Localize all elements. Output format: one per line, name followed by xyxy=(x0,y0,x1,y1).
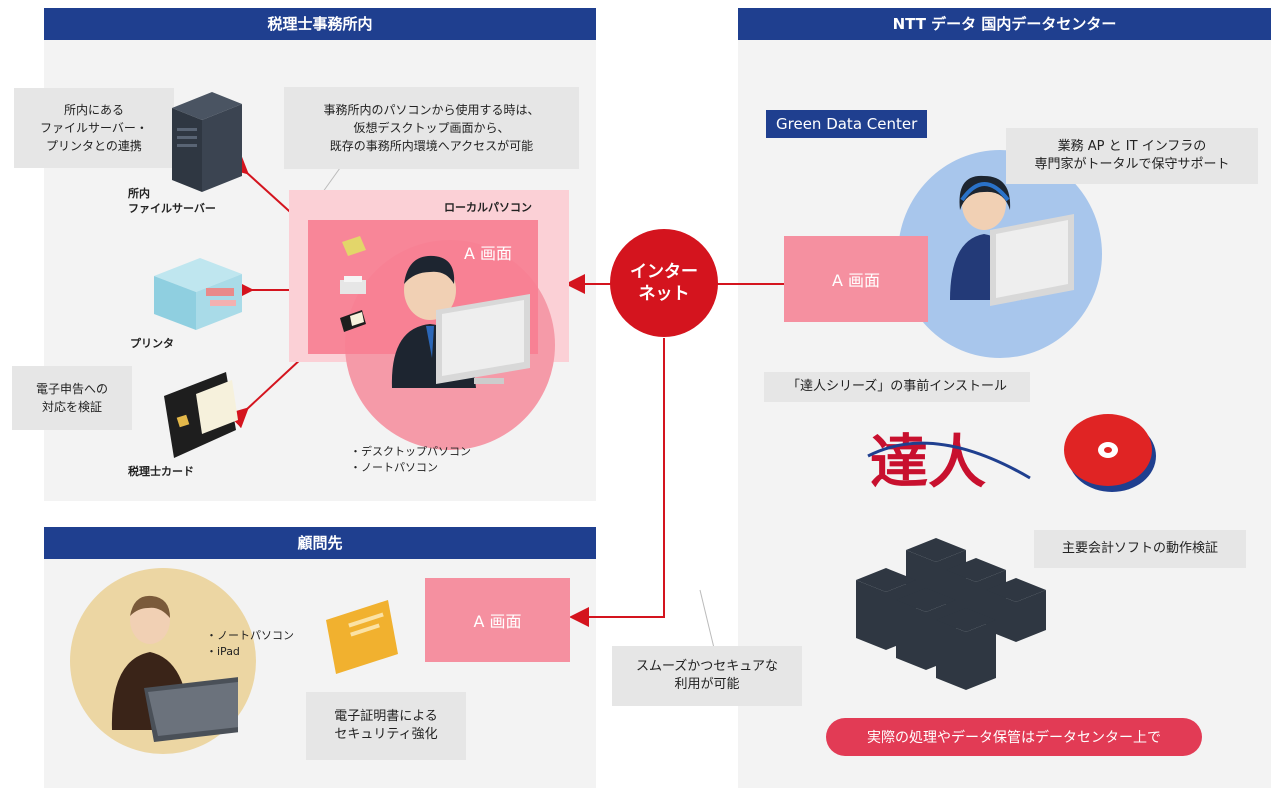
folder-icon xyxy=(342,236,366,256)
callout-install: 「達人シリーズ」の事前インストール xyxy=(764,372,1030,402)
datacenter-screen: A 画面 xyxy=(784,236,928,322)
client-device-list: ・ノートパソコン ・iPad xyxy=(206,629,294,658)
callout-verify: 主要会計ソフトの動作検証 xyxy=(1034,530,1246,568)
office-header: 税理士事務所内 xyxy=(44,8,596,40)
certificate-card-icon xyxy=(326,600,398,674)
callout-secure: スムーズかつセキュアな 利用が可能 xyxy=(612,646,802,706)
callout-cert: 電子証明書による セキュリティ強化 xyxy=(306,692,466,760)
printer-label: プリンタ xyxy=(130,337,174,350)
datacenter-processing-pill: 実際の処理やデータ保管はデータセンター上で xyxy=(826,718,1202,756)
fileserver-label: 所内 ファイルサーバー xyxy=(128,187,216,215)
support-operator-icon xyxy=(950,175,1074,306)
datacenter-header: NTT データ 国内データセンター xyxy=(738,8,1271,40)
internet-hub: インター ネット xyxy=(610,229,718,337)
local-screen-label: A 画面 xyxy=(464,244,513,263)
arrow-internet-client xyxy=(569,338,665,627)
callout-support: 業務 AP と IT インフラの 専門家がトータルで保守サポート xyxy=(1006,128,1258,184)
cd-disc-icon xyxy=(1064,414,1156,492)
client-screen: A 画面 xyxy=(425,578,570,662)
callout-access: 事務所内のパソコンから使用する時は、 仮想デスクトップ画面から、 既存の事務所内… xyxy=(284,87,579,169)
card-label: 税理士カード xyxy=(128,465,194,478)
file-server-icon xyxy=(172,92,242,192)
callout-fileserver: 所内にある ファイルサーバー・ プリンタとの連携 xyxy=(14,88,174,168)
server-rack-icon xyxy=(856,538,1046,690)
svg-text:達人: 達人 xyxy=(870,428,986,496)
office-worker-icon xyxy=(391,255,530,388)
small-card-icon xyxy=(340,310,366,332)
client-person-icon xyxy=(111,595,238,742)
local-pc-label: ローカルパソコン xyxy=(444,201,532,214)
green-datacenter-badge: Green Data Center xyxy=(766,110,928,138)
tatsujin-logo: 達人 xyxy=(867,428,1031,496)
small-printer-icon xyxy=(340,276,366,294)
tax-card-icon xyxy=(164,372,238,458)
client-header: 顧問先 xyxy=(44,527,596,559)
callout-card: 電子申告への 対応を検証 xyxy=(12,366,132,430)
printer-icon xyxy=(154,258,242,330)
office-device-list: ・デスクトップパソコン ・ノートパソコン xyxy=(350,445,471,474)
